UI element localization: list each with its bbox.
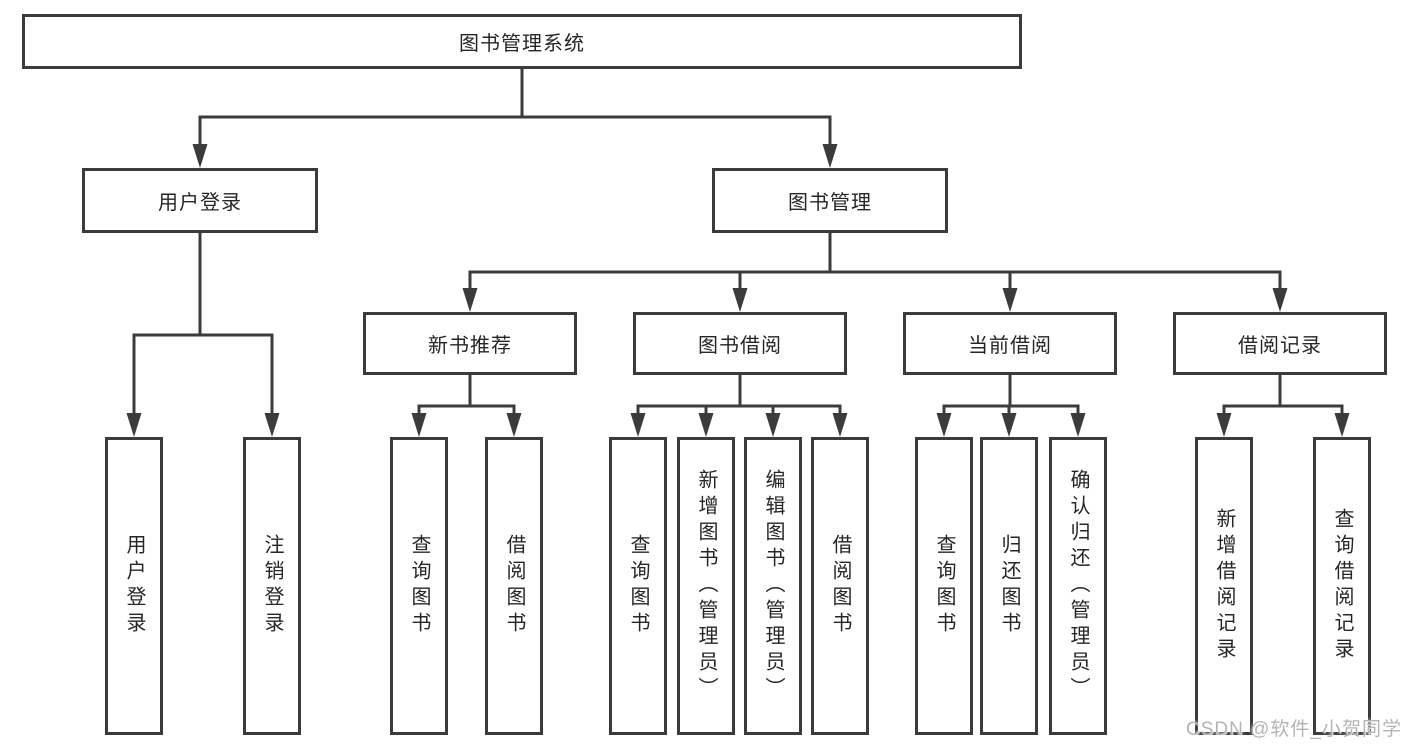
leaf-user-login: 用户登录 bbox=[105, 437, 163, 735]
node-label: 新增图书（管理员） bbox=[695, 469, 717, 703]
leaf-borrow-books: 借阅图书 bbox=[811, 437, 869, 735]
node-label: 确认归还（管理员） bbox=[1067, 469, 1089, 703]
node-label: 编辑图书（管理员） bbox=[762, 469, 784, 703]
csdn-watermark: CSDN @软件_小贺同学 bbox=[1186, 719, 1402, 740]
node-user-login: 用户登录 bbox=[82, 168, 318, 233]
leaf-return-books: 归还图书 bbox=[980, 437, 1038, 735]
node-label: 用户登录 bbox=[123, 534, 145, 638]
leaf-query-borrow-record: 查询借阅记录 bbox=[1313, 437, 1371, 735]
node-label: 归还图书 bbox=[998, 534, 1020, 638]
node-book-borrowing: 图书借阅 bbox=[633, 312, 847, 375]
node-new-book-recommend: 新书推荐 bbox=[363, 312, 577, 375]
node-label: 借阅记录 bbox=[1238, 335, 1322, 357]
leaf-add-books-admin: 新增图书（管理员） bbox=[677, 437, 735, 735]
node-label: 新书推荐 bbox=[428, 335, 512, 357]
node-current-borrowing: 当前借阅 bbox=[903, 312, 1117, 375]
leaf-logout: 注销登录 bbox=[243, 437, 301, 735]
node-label: 查询图书 bbox=[627, 534, 649, 638]
node-label: 图书管理 bbox=[788, 192, 872, 214]
leaf-add-borrow-record: 新增借阅记录 bbox=[1195, 437, 1253, 735]
leaf-query-books-borrow: 查询图书 bbox=[609, 437, 667, 735]
leaf-confirm-return-admin: 确认归还（管理员） bbox=[1049, 437, 1107, 735]
node-label: 注销登录 bbox=[261, 534, 283, 638]
node-label: 查询图书 bbox=[408, 534, 430, 638]
node-borrowing-records: 借阅记录 bbox=[1173, 312, 1387, 375]
node-label: 新增借阅记录 bbox=[1213, 508, 1235, 664]
node-book-management: 图书管理 bbox=[712, 168, 948, 233]
node-label: 当前借阅 bbox=[968, 335, 1052, 357]
leaf-query-books-recommend: 查询图书 bbox=[390, 437, 448, 735]
leaf-edit-books-admin: 编辑图书（管理员） bbox=[744, 437, 802, 735]
node-label: 图书借阅 bbox=[698, 335, 782, 357]
node-label: 借阅图书 bbox=[503, 534, 525, 638]
node-label: 借阅图书 bbox=[829, 534, 851, 638]
node-label: 查询借阅记录 bbox=[1331, 508, 1353, 664]
leaf-borrow-books-recommend: 借阅图书 bbox=[485, 437, 543, 735]
node-library-management-system: 图书管理系统 bbox=[22, 14, 1022, 69]
leaf-query-books-current: 查询图书 bbox=[915, 437, 973, 735]
node-label: 用户登录 bbox=[158, 192, 242, 214]
node-label: 查询图书 bbox=[933, 534, 955, 638]
node-label: 图书管理系统 bbox=[459, 33, 585, 55]
